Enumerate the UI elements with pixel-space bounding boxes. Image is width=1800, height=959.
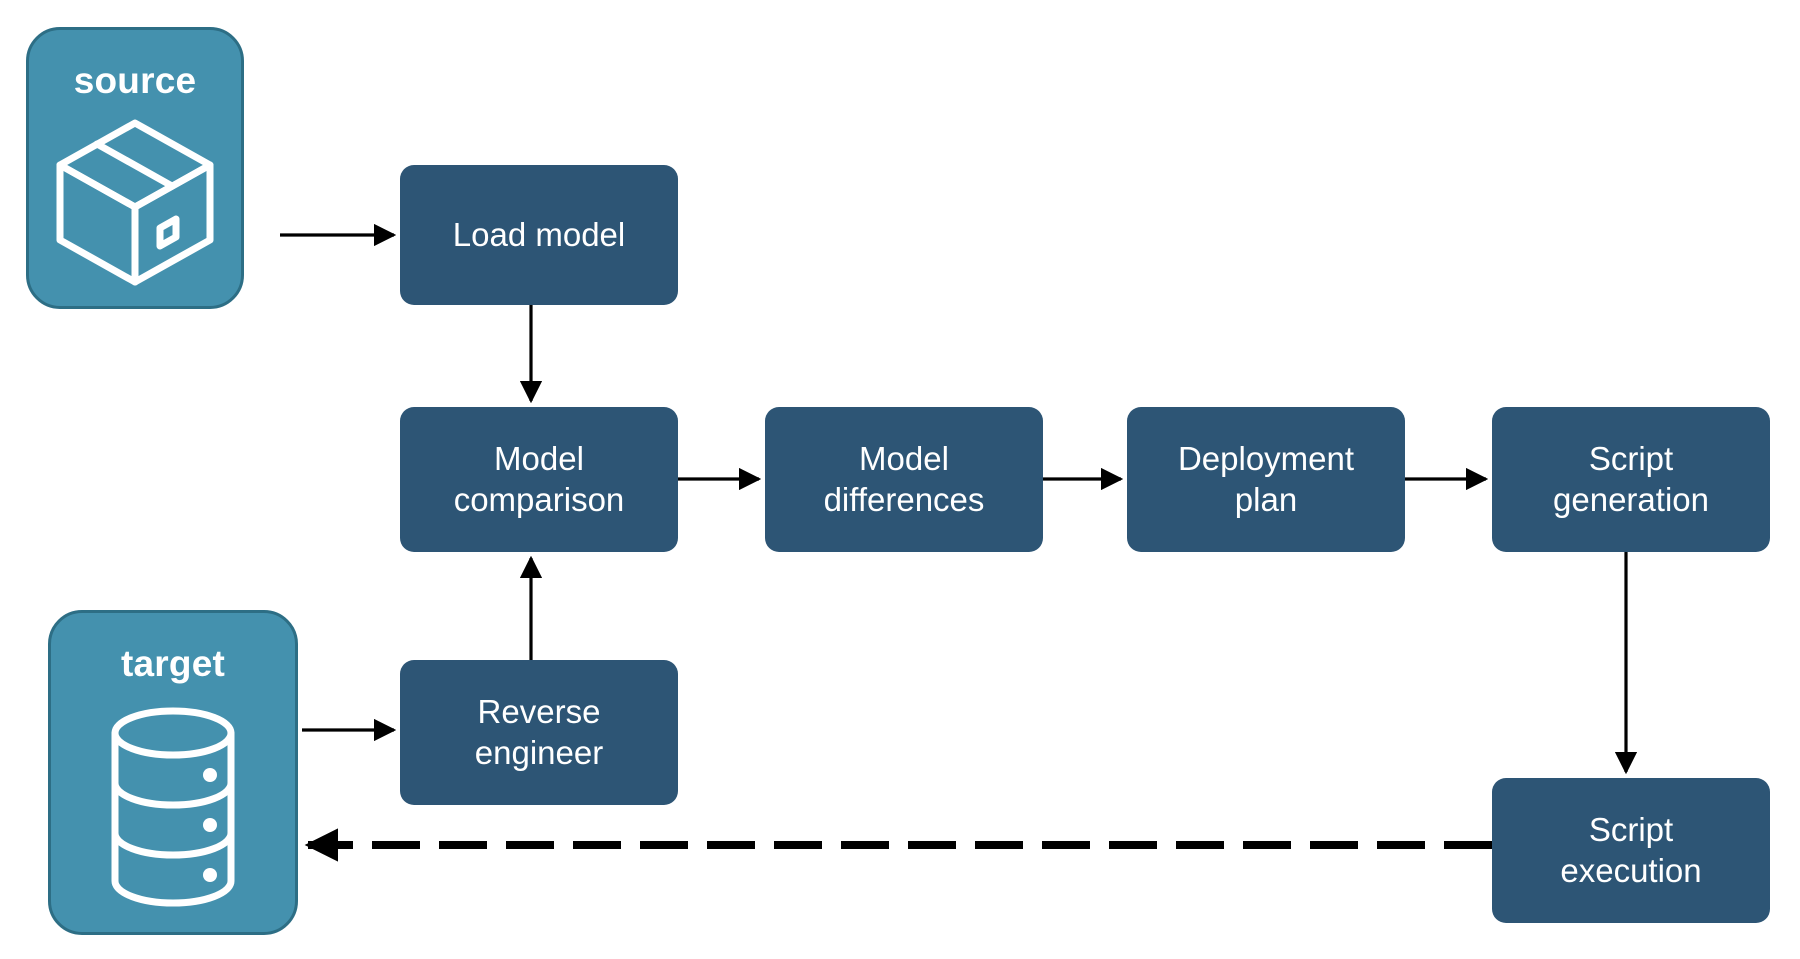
package-box-icon	[29, 99, 241, 306]
process-model-comparison-label: Model comparison	[453, 440, 625, 518]
endpoint-source-label: source	[73, 60, 197, 101]
endpoint-source[interactable]: source	[26, 27, 244, 309]
process-deployment-plan[interactable]: Deployment plan	[1127, 407, 1405, 552]
database-cylinder-icon	[51, 682, 295, 932]
process-load-model[interactable]: Load model	[400, 165, 678, 305]
process-model-differences[interactable]: Model differences	[765, 407, 1043, 552]
process-script-execution-label: Script execution	[1560, 811, 1702, 889]
process-model-differences-label: Model differences	[823, 440, 985, 518]
process-reverse-engineer[interactable]: Reverse engineer	[400, 660, 678, 805]
process-script-generation[interactable]: Script generation	[1492, 407, 1770, 552]
process-script-generation-label: Script generation	[1553, 440, 1709, 518]
process-deployment-plan-label: Deployment plan	[1177, 440, 1355, 518]
endpoint-target-label: target	[121, 643, 225, 684]
process-script-execution[interactable]: Script execution	[1492, 778, 1770, 923]
process-reverse-engineer-label: Reverse engineer	[474, 693, 604, 771]
endpoint-target[interactable]: target	[48, 610, 298, 935]
process-model-comparison[interactable]: Model comparison	[400, 407, 678, 552]
process-load-model-label: Load model	[452, 215, 626, 253]
